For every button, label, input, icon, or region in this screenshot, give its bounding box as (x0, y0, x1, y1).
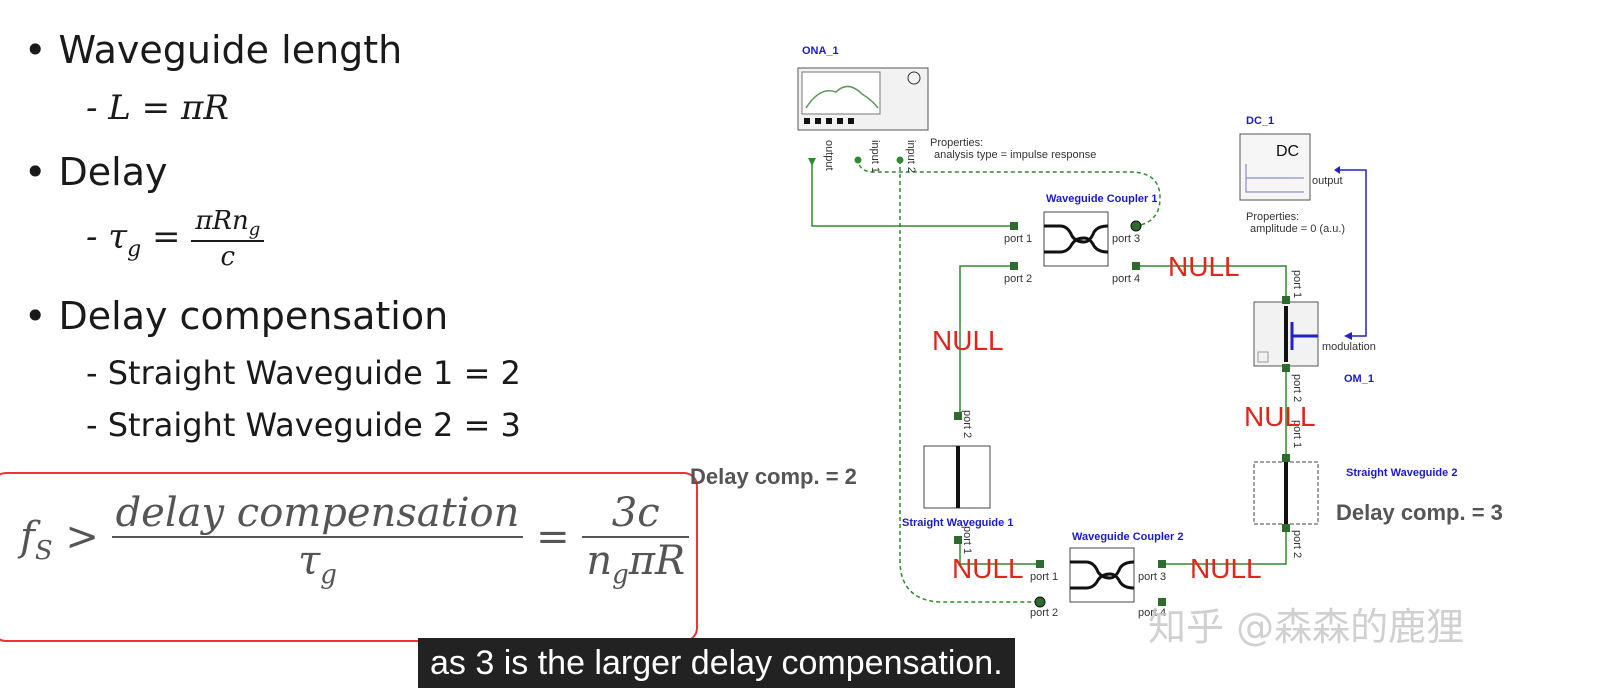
ona-screen (801, 71, 881, 115)
sw2-port2-label: port 2 (1291, 530, 1303, 558)
coupler2-port2-label: port 2 (1030, 607, 1058, 619)
coupler2-port4 (1158, 598, 1166, 606)
wire-dc-to-modulation (1340, 169, 1367, 337)
dashed-wire-input2 (899, 160, 1038, 603)
sw2-port1-label: port 1 (1291, 420, 1303, 448)
om-port2 (1282, 364, 1290, 372)
sw1-delay-label: Delay comp. = 2 (690, 464, 857, 489)
dc-name: DC_1 (1246, 115, 1274, 127)
sw1-port2-label: port 2 (961, 410, 973, 438)
om-electrode (1290, 322, 1318, 350)
null-label-coupler2-sw2: NULL (1190, 553, 1262, 584)
om-icon (1257, 351, 1269, 363)
wire-coupler1-to-om (1136, 265, 1287, 300)
wire-coupler1-to-sw1 (959, 265, 1014, 416)
null-label-coupler1-sw1: NULL (932, 325, 1004, 356)
formula-highlight-box (0, 472, 698, 642)
sw2-port2 (1282, 524, 1290, 532)
sub-item-sw2: - Straight Waveguide 2 = 3 (86, 406, 521, 444)
sw1-port1-label: port 1 (961, 526, 973, 554)
ona-port-input2-label: input 2 (905, 140, 917, 173)
dc-graph (1245, 164, 1304, 193)
dc-block (1239, 133, 1311, 201)
coupler1-glyph (1044, 224, 1109, 254)
coupler1-port4-label: port 4 (1112, 273, 1140, 285)
coupler2-port2 (1034, 596, 1046, 608)
sw2-delay-label: Delay comp. = 3 (1336, 500, 1503, 525)
ona-output-port (808, 158, 816, 166)
dc-port-label: output (1312, 175, 1343, 187)
dashed-wire-input1 (857, 157, 1161, 227)
bullet-waveguide-length: • Waveguide length (24, 28, 403, 72)
null-label-coupler1-om: NULL (1168, 251, 1240, 282)
wire-coupler2-to-sw2 (1162, 526, 1287, 565)
ona-input2-port (896, 156, 904, 164)
coupler2-glyph (1070, 560, 1135, 590)
ona-props-title: Properties: (930, 137, 983, 149)
wire-output-to-coupler1 (811, 162, 1014, 227)
null-label-sw1-coupler2: NULL (952, 553, 1024, 584)
coupler2-port3 (1158, 560, 1166, 568)
null-label-om-sw2: NULL (1244, 401, 1316, 432)
coupler2-port4-label: port 4 (1138, 607, 1166, 619)
ona-knob (907, 71, 921, 85)
coupler2-port1 (1036, 560, 1044, 568)
sw1-port2 (954, 412, 962, 420)
watermark: 知乎 @森森的鹿狸 (1148, 605, 1465, 649)
formula-length: - L = πR (86, 88, 229, 128)
ona-port-input1-label: input 1 (869, 140, 881, 173)
subtitle-caption: as 3 is the larger delay compensation. (418, 638, 1015, 688)
dc-output-arrow (1334, 166, 1340, 174)
sw2-name: Straight Waveguide 2 (1346, 467, 1457, 479)
ona-name: ONA_1 (802, 45, 839, 57)
coupler2-name: Waveguide Coupler 2 (1072, 531, 1183, 543)
coupler1-port2 (1010, 262, 1018, 270)
ona-spectrum (805, 85, 879, 109)
bullet-delay: • Delay (24, 150, 168, 194)
coupler1-port2-label: port 2 (1004, 273, 1032, 285)
sw1-port1 (954, 536, 962, 544)
coupler1-port3 (1130, 220, 1142, 232)
dc-props: amplitude = 0 (a.u.) (1250, 223, 1345, 235)
coupler1-name: Waveguide Coupler 1 (1046, 193, 1157, 205)
dc-label: DC (1276, 143, 1299, 160)
ona-port-output-label: output (823, 140, 835, 171)
om-port1-label: port 1 (1291, 270, 1303, 298)
coupler2-port3-label: port 3 (1138, 571, 1166, 583)
om-port2-label: port 2 (1291, 374, 1303, 402)
ona-props: analysis type = impulse response (934, 149, 1096, 161)
coupler1-port3-label: port 3 (1112, 233, 1140, 245)
sw1-name: Straight Waveguide 1 (902, 517, 1013, 529)
coupler2-port1-label: port 1 (1030, 571, 1058, 583)
coupler1-port1 (1010, 222, 1018, 230)
sub-item-sw1: - Straight Waveguide 1 = 2 (86, 354, 521, 392)
bullet-delay-compensation: • Delay compensation (24, 294, 449, 338)
om-modulation-label: modulation (1322, 341, 1376, 353)
modulation-arrow (1344, 332, 1352, 340)
om-name: OM_1 (1344, 373, 1374, 385)
om-port1 (1282, 296, 1290, 304)
coupler1-port4 (1132, 262, 1140, 270)
dc-props-title: Properties: (1246, 211, 1299, 223)
coupler1-port1-label: port 1 (1004, 233, 1032, 245)
sw2-port1 (1282, 454, 1290, 462)
wire-sw1-to-coupler2 (959, 540, 1040, 565)
ona-input1-port (854, 156, 862, 164)
